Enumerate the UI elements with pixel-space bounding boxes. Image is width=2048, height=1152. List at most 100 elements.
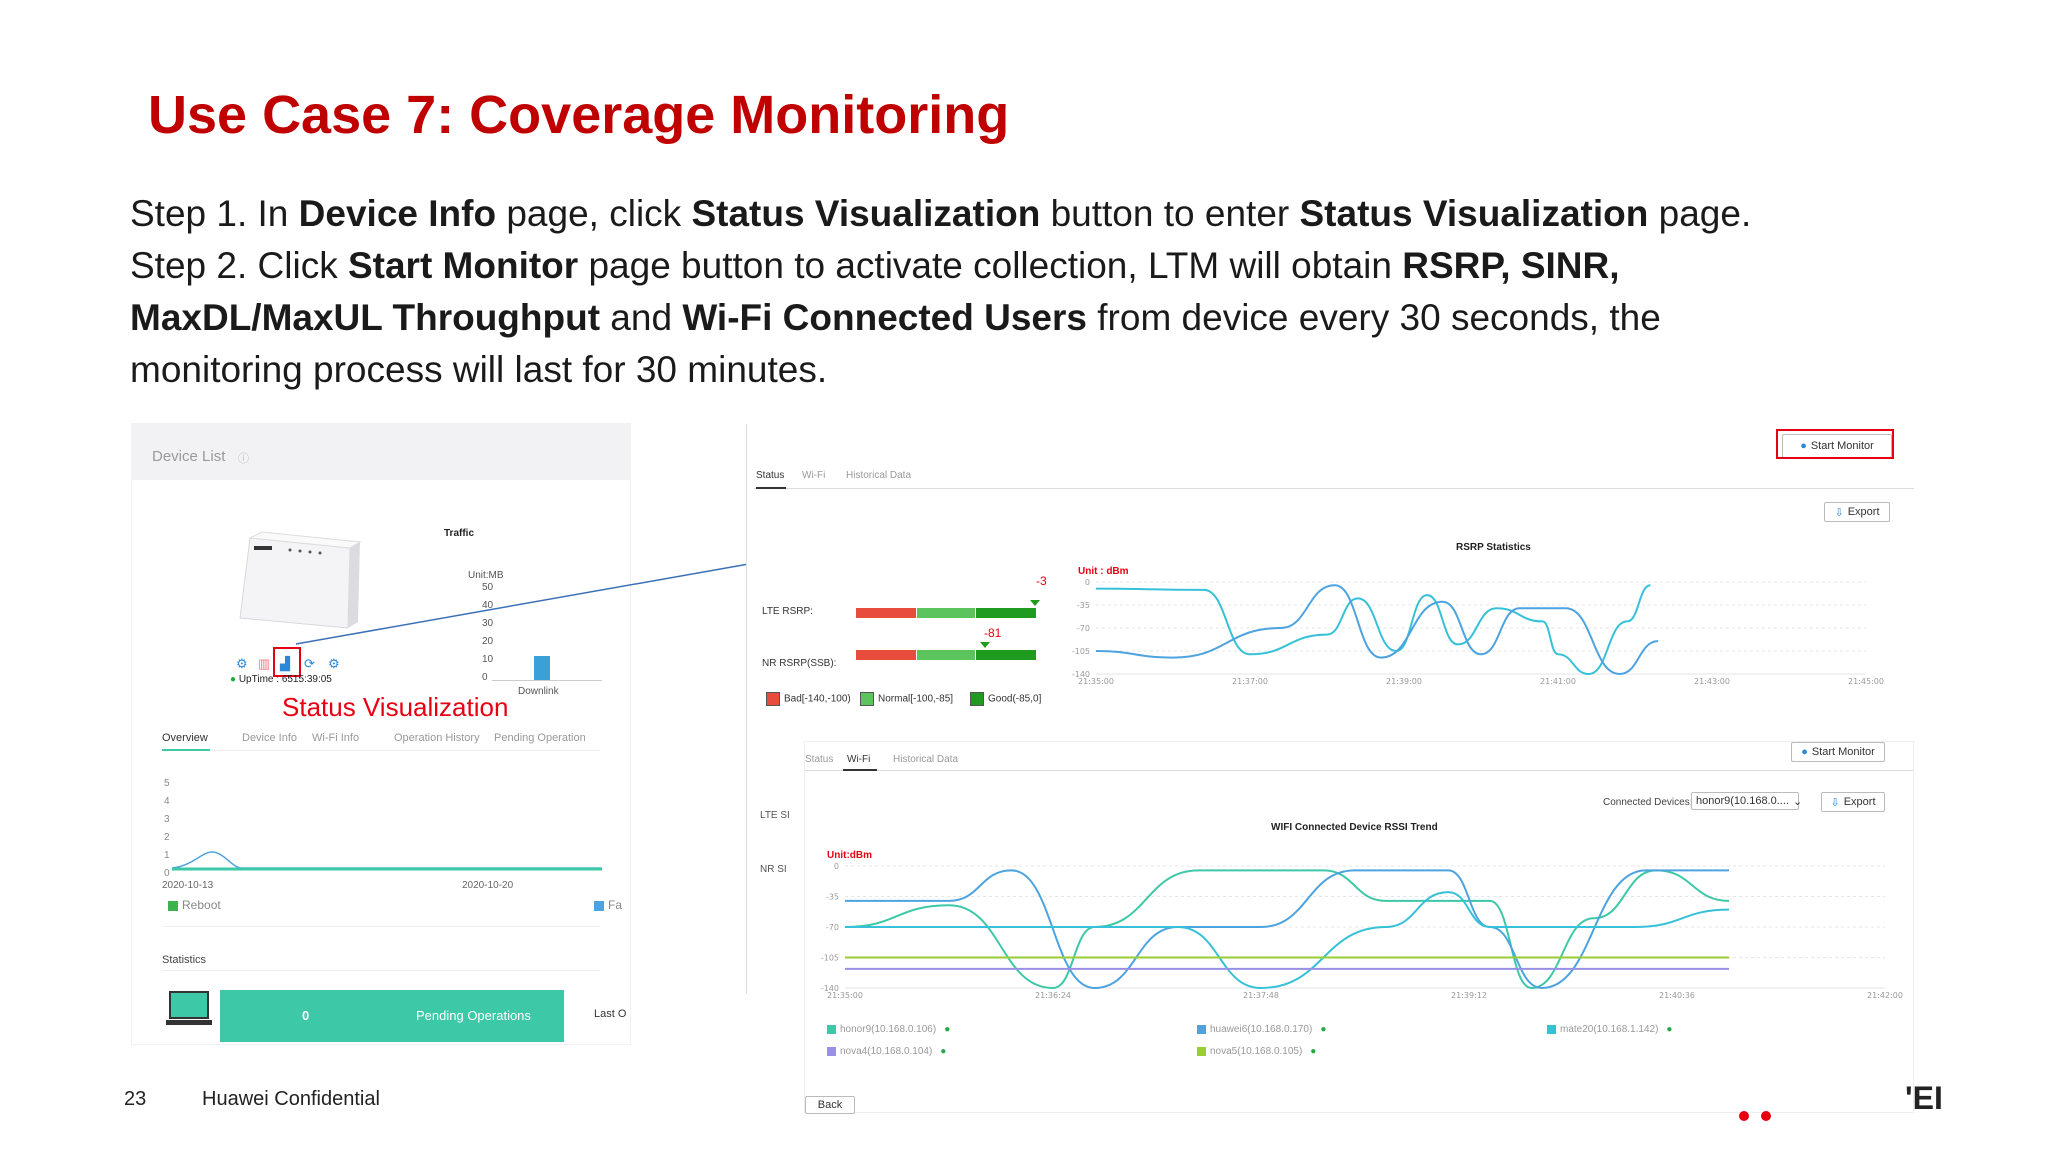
- logo-wordmark-fragment: 'EI: [1905, 1080, 1943, 1116]
- x-tick-label: 21:39:00: [1386, 677, 1422, 686]
- network-icon[interactable]: ⚙: [328, 656, 340, 671]
- traffic-unit: Unit:MB: [468, 570, 504, 581]
- page-number: 23: [124, 1088, 147, 1110]
- device-tab[interactable]: Operation History: [394, 732, 480, 744]
- downlink-label: Downlink: [518, 686, 559, 697]
- play-icon: ●: [1800, 440, 1807, 452]
- pending-count: 0: [302, 1008, 310, 1023]
- back-button[interactable]: Back: [805, 1096, 855, 1114]
- legend-reboot: Reboot: [168, 898, 221, 912]
- legend-swatch: [1547, 1024, 1556, 1034]
- wifi-chart-title: WIFI Connected Device RSSI Trend: [1271, 822, 1438, 833]
- last-operation-label: Last O: [594, 1008, 627, 1020]
- x-tick-label: 21:41:00: [1540, 677, 1576, 686]
- status-tab[interactable]: Status: [756, 470, 785, 481]
- x-tick-label: 21:45:00: [1848, 677, 1884, 686]
- active-tab-indicator: [162, 749, 210, 751]
- confidential-label: Huawei Confidential: [202, 1088, 380, 1110]
- status-tab[interactable]: Wi-Fi: [802, 470, 826, 481]
- x-tick-label: 21:37:48: [1243, 991, 1279, 1000]
- tab-underline: [162, 750, 600, 751]
- info-icon: ⓘ: [238, 453, 249, 465]
- rsrp-chart-title: RSRP Statistics: [1456, 542, 1531, 553]
- traffic-y-tick: 20: [482, 636, 494, 647]
- tab-underline: [805, 770, 1913, 771]
- export-button[interactable]: ⇩Export: [1824, 502, 1890, 522]
- device-list-header: [132, 424, 630, 480]
- y-tick-label: -140: [821, 984, 839, 993]
- legend-swatch: [1197, 1024, 1206, 1034]
- online-dot-icon: ●: [944, 1024, 951, 1035]
- x-tick-label: 21:35:00: [827, 991, 863, 1000]
- legend-swatch: [1197, 1046, 1206, 1056]
- x-tick-label: 21:35:00: [1078, 677, 1114, 686]
- series-line: [844, 869, 1730, 990]
- start-monitor-highlight: [1776, 429, 1894, 459]
- wifi-start-monitor-button[interactable]: ●Start Monitor: [1791, 742, 1885, 762]
- mini-date-2: 2020-10-20: [462, 880, 514, 891]
- wifi-legend-item: huawei6(10.168.0.170)●: [1197, 1024, 1326, 1035]
- x-tick-label: 21:40:36: [1659, 991, 1695, 1000]
- rsrp-unit: Unit : dBm: [1078, 566, 1129, 577]
- status-visualization-icon[interactable]: ▟: [280, 656, 290, 671]
- wifi-tab[interactable]: Wi-Fi: [847, 754, 871, 765]
- wifi-legend-item: mate20(10.168.1.142)●: [1547, 1024, 1672, 1035]
- mini-y-tick: 4: [164, 796, 170, 807]
- statistics-label: Statistics: [162, 954, 207, 966]
- wifi-export-button[interactable]: ⇩Export: [1821, 792, 1885, 812]
- device-tab[interactable]: Pending Operation: [494, 732, 586, 744]
- traffic-y-tick: 50: [482, 582, 494, 593]
- rsrp-legend-item: Good(-85,0]: [970, 692, 1041, 706]
- rsrp-gauges: [856, 600, 1040, 660]
- nr-rsrp-label: NR RSRP(SSB):: [762, 658, 837, 669]
- pending-label: Pending Operations: [416, 1008, 531, 1023]
- device-tab[interactable]: Overview: [162, 732, 208, 744]
- mini-y-tick: 5: [164, 778, 170, 789]
- y-tick-label: -70: [1077, 624, 1090, 633]
- slide-body: Step 1. In Device Info page, click Statu…: [130, 188, 2010, 396]
- x-tick-label: 21:37:00: [1232, 677, 1268, 686]
- y-tick-label: -105: [1072, 647, 1090, 656]
- device-list-panel: Device List ⓘ ⚙ ▥ ▟ ⟳ ⚙ ● UpTime : 6515:…: [132, 424, 630, 1044]
- y-tick-label: -35: [826, 893, 839, 902]
- start-monitor-button[interactable]: ●Start Monitor: [1782, 434, 1892, 458]
- traffic-y-tick: 40: [482, 600, 494, 611]
- divider: [162, 970, 600, 971]
- series-line: [1095, 584, 1659, 676]
- y-tick-label: 0: [1085, 578, 1090, 587]
- connected-devices-label: Connected Devices:: [1603, 797, 1693, 808]
- step-2: Step 2. Click Start Monitor page button …: [130, 245, 1661, 390]
- wifi-tab[interactable]: Historical Data: [893, 754, 959, 765]
- tab-underline: [754, 488, 1914, 489]
- active-tab-indicator: [843, 769, 877, 771]
- wifi-tab[interactable]: Status: [805, 754, 834, 765]
- mini-y-tick: 0: [164, 868, 170, 879]
- nr-sinr-label-partial: NR SI: [760, 864, 787, 875]
- x-tick-label: 21:39:12: [1451, 991, 1487, 1000]
- status-tab[interactable]: Historical Data: [846, 470, 912, 481]
- divider: [162, 926, 600, 927]
- x-tick-label: 21:42:00: [1867, 991, 1903, 1000]
- wifi-panel: Status Wi-Fi Historical Data ●Start Monito…: [805, 742, 1913, 1114]
- online-dot-icon: ●: [1320, 1024, 1327, 1035]
- traffic-y-tick: 30: [482, 618, 494, 629]
- device-tab[interactable]: Device Info: [242, 732, 298, 744]
- wifi-legend-item: honor9(10.168.0.106)●: [827, 1024, 950, 1035]
- online-dot-icon: ●: [1666, 1024, 1673, 1035]
- traffic-title: Traffic: [444, 528, 475, 539]
- refresh-icon[interactable]: ⟳: [304, 656, 315, 671]
- y-tick-label: 0: [834, 862, 839, 871]
- export-icon: ⇩: [1834, 506, 1844, 519]
- connected-devices-select[interactable]: honor9(10.168.0....⌄: [1691, 792, 1802, 810]
- traffic-y-tick: 0: [482, 672, 488, 683]
- log-icon[interactable]: ▥: [258, 656, 271, 671]
- device-tab[interactable]: Wi-Fi Info: [312, 732, 360, 744]
- pending-operations-card[interactable]: 0 Pending Operations: [220, 990, 564, 1042]
- series-line: [1095, 584, 1651, 676]
- legend-swatch: [860, 692, 874, 706]
- status-visualization-callout: Status Visualization: [282, 692, 509, 722]
- settings-icon[interactable]: ⚙: [236, 656, 248, 671]
- wifi-legend-item: nova5(10.168.0.105)●: [1197, 1046, 1316, 1057]
